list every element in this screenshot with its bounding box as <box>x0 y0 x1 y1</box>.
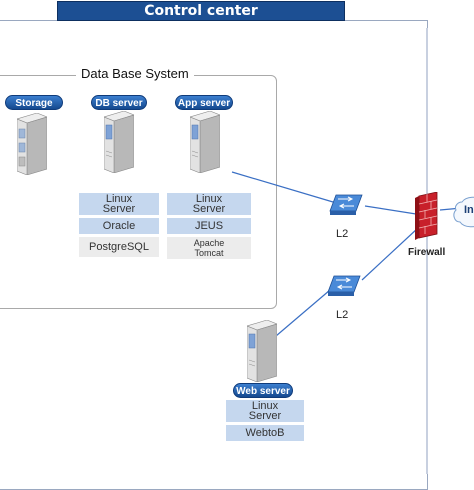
web-stack-webtob: WebtoB <box>226 425 304 441</box>
app-server-label: App server <box>175 95 233 110</box>
web-server-label: Web server <box>233 383 293 398</box>
internet-label: In <box>464 204 474 216</box>
l2-switch-top-label: L2 <box>336 228 349 240</box>
l2-switch-bottom-icon[interactable] <box>326 272 362 298</box>
db-stack-oracle: Oracle <box>79 218 159 234</box>
db-stack-postgresql: PostgreSQL <box>79 237 159 257</box>
connection-lines <box>231 171 463 337</box>
app-stack-os: Linux Server <box>167 193 251 215</box>
web-stack-os: Linux Server <box>226 400 304 422</box>
app-server-icon[interactable] <box>190 111 220 173</box>
link-app-to-switch <box>231 171 334 203</box>
frame-divider <box>426 28 428 474</box>
control-center-title: Control center <box>57 1 345 21</box>
link-switch-bottom-to-web <box>275 289 331 337</box>
app-stack-jeus: JEUS <box>167 218 251 234</box>
db-server-icon[interactable] <box>104 111 134 173</box>
firewall-label: Firewall <box>408 247 446 258</box>
database-system-title: Data Base System <box>76 66 194 81</box>
link-firewall-to-switch-bottom <box>361 227 419 281</box>
l2-switch-top-icon[interactable] <box>328 191 364 217</box>
firewall-icon[interactable] <box>415 192 441 240</box>
l2-switch-bottom-label: L2 <box>336 309 349 321</box>
storage-label: Storage <box>5 95 63 110</box>
app-stack-tomcat: Apache Tomcat <box>167 237 251 259</box>
db-stack-os: Linux Server <box>79 193 159 215</box>
link-switch-to-firewall <box>364 205 417 215</box>
db-server-label: DB server <box>91 95 147 110</box>
web-server-icon[interactable] <box>247 320 277 382</box>
internet-cloud-icon[interactable] <box>452 196 474 228</box>
storage-server-icon[interactable] <box>17 113 47 175</box>
